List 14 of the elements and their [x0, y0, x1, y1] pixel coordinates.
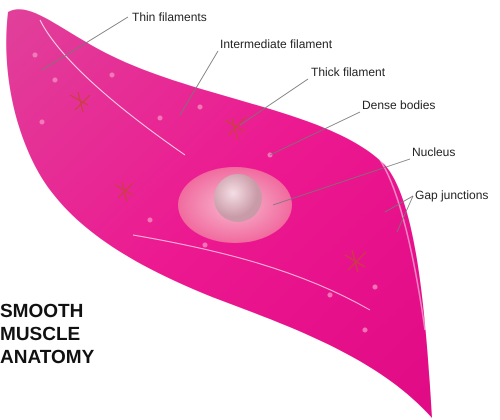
leader-line [396, 196, 414, 232]
part-label: Thick filament [311, 65, 386, 79]
leader-line [240, 78, 308, 126]
diagram-title: SMOOTH MUSCLE ANATOMY [0, 300, 96, 369]
leader-line [42, 16, 128, 70]
part-label: Thin filaments [132, 10, 207, 24]
part-label: Dense bodies [362, 98, 436, 112]
part-label: Intermediate filament [220, 37, 332, 51]
part-label: Gap junctions [415, 188, 488, 202]
part-label: Nucleus [412, 145, 456, 159]
leader-line [384, 196, 414, 212]
leader-line [180, 50, 218, 116]
leader-line [272, 158, 410, 206]
leader-line [270, 112, 360, 156]
